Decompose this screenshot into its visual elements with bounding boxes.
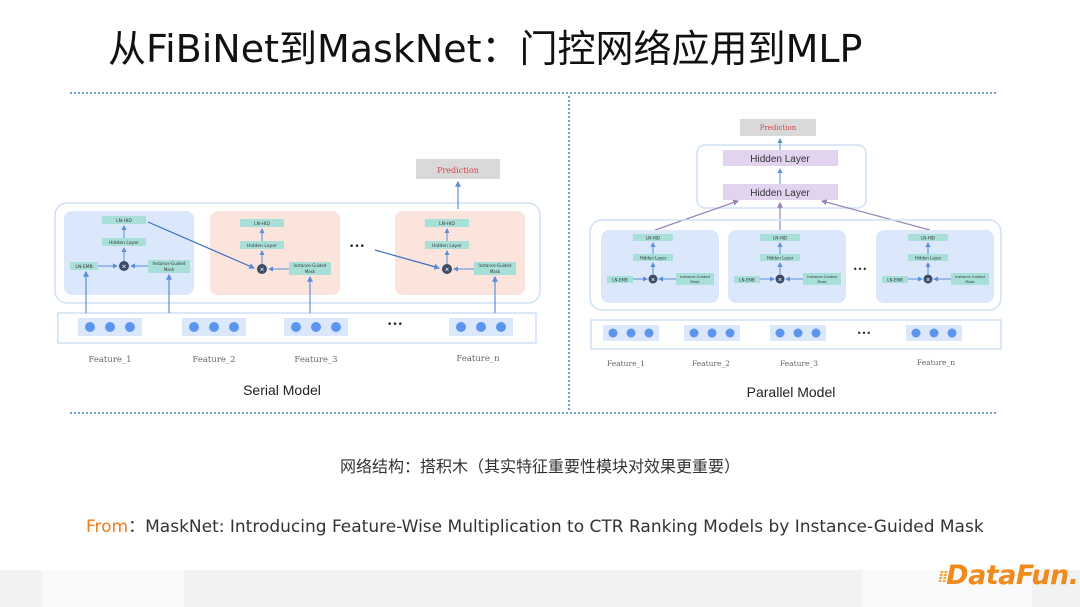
serial-feature-label-2: Feature_2 bbox=[192, 355, 235, 365]
serial-block-1: LN-HID Hidden Layer LN-EMB Instance-Guid… bbox=[64, 211, 194, 295]
serial-feature-label-3: Feature_3 bbox=[294, 355, 337, 365]
svg-text:Mask: Mask bbox=[164, 267, 175, 272]
serial-feature-n bbox=[449, 318, 513, 336]
diagram-caption: 网络结构：搭积木（其实特征重要性模块对效果更重要） bbox=[339, 457, 740, 476]
parallel-feature-label-n: Feature_n bbox=[917, 358, 955, 367]
parallel-block-n: LN-HID Hidden Layer LN-EMB Instance-Guid… bbox=[876, 230, 994, 303]
svg-text:Hidden Layer: Hidden Layer bbox=[109, 240, 139, 246]
svg-text:Hidden Layer: Hidden Layer bbox=[432, 243, 462, 249]
svg-text:Instance-Guided: Instance-Guided bbox=[680, 275, 710, 279]
logo-text: DataFun. bbox=[946, 560, 1079, 591]
serial-feature-2 bbox=[182, 318, 246, 336]
svg-text:LN-HID: LN-HID bbox=[439, 221, 455, 227]
svg-text:Mask: Mask bbox=[965, 280, 975, 284]
slide-title: 从FiBiNet到MaskNet：门控网络应用到MLP bbox=[108, 27, 863, 71]
serial-feature-3 bbox=[284, 318, 348, 336]
svg-text:Instance-Guided: Instance-Guided bbox=[807, 275, 837, 279]
parallel-feature-label-1: Feature_1 bbox=[607, 359, 645, 368]
parallel-feature-row bbox=[590, 319, 1002, 350]
parallel-feature-label-3: Feature_3 bbox=[780, 359, 818, 368]
svg-text:Hidden Layer: Hidden Layer bbox=[750, 154, 810, 165]
serial-prediction-box bbox=[416, 159, 500, 179]
svg-text:Mask: Mask bbox=[690, 280, 700, 284]
svg-text:LN-EMB: LN-EMB bbox=[612, 278, 628, 283]
svg-text:Instance-Guided: Instance-Guided bbox=[479, 263, 512, 268]
parallel-container bbox=[589, 219, 1002, 311]
serial-feature-row bbox=[57, 312, 537, 344]
svg-text:LN-EMB: LN-EMB bbox=[887, 278, 903, 283]
parallel-feature-n bbox=[906, 325, 962, 341]
parallel-block-1: LN-HID Hidden Layer LN-EMB Instance-Guid… bbox=[601, 230, 719, 303]
source-prefix: From bbox=[86, 517, 129, 537]
svg-text:Hidden Layer: Hidden Layer bbox=[750, 188, 810, 199]
svg-text:LN-EMB: LN-EMB bbox=[75, 264, 92, 270]
serial-feature-label-n: Feature_n bbox=[456, 354, 500, 364]
svg-text:✕: ✕ bbox=[259, 267, 264, 274]
serial-prediction-label: Prediction bbox=[437, 166, 479, 175]
svg-text:✕: ✕ bbox=[778, 277, 783, 283]
svg-text:✕: ✕ bbox=[651, 277, 656, 283]
parallel-ellipsis-top: ••• bbox=[853, 265, 867, 274]
parallel-prediction-box bbox=[740, 119, 816, 136]
svg-text:LN-HID: LN-HID bbox=[116, 218, 132, 224]
svg-text:Hidden Layer: Hidden Layer bbox=[915, 256, 942, 261]
parallel-feature-1 bbox=[603, 325, 659, 341]
parallel-feature-2 bbox=[684, 325, 740, 341]
parallel-prediction-label: Prediction bbox=[760, 124, 797, 132]
parallel-block-2: LN-HID Hidden Layer LN-EMB Instance-Guid… bbox=[728, 230, 846, 303]
parallel-feature-label-2: Feature_2 bbox=[692, 359, 730, 368]
svg-text:Mask: Mask bbox=[305, 269, 316, 274]
serial-block-n: LN-HID Hidden Layer Instance-Guided Mask… bbox=[395, 211, 525, 295]
svg-text:LN-HID: LN-HID bbox=[254, 221, 270, 227]
svg-text:Hidden Layer: Hidden Layer bbox=[247, 243, 277, 249]
svg-text:Instance-Guided: Instance-Guided bbox=[294, 263, 327, 268]
serial-ellipsis-top: ••• bbox=[349, 242, 365, 252]
svg-text:Instance-Guided: Instance-Guided bbox=[955, 275, 985, 279]
source-text: ：MaskNet: Introducing Feature-Wise Multi… bbox=[128, 517, 984, 537]
serial-container bbox=[54, 202, 541, 304]
parallel-model: Prediction Hidden Layer Hidden Layer LN-… bbox=[589, 119, 1002, 400]
serial-model-label: Serial Model bbox=[243, 382, 321, 398]
svg-text:LN-HID: LN-HID bbox=[646, 236, 660, 241]
svg-text:Hidden Layer: Hidden Layer bbox=[767, 256, 794, 261]
source-citation: From：MaskNet: Introducing Feature-Wise M… bbox=[86, 512, 984, 537]
svg-text:LN-HID: LN-HID bbox=[773, 236, 787, 241]
svg-text:Instance-Guided: Instance-Guided bbox=[153, 261, 186, 266]
serial-block-2: LN-HID Hidden Layer Instance-Guided Mask… bbox=[210, 211, 340, 295]
svg-text:Hidden Layer: Hidden Layer bbox=[640, 256, 667, 261]
svg-text:✕: ✕ bbox=[926, 277, 931, 283]
svg-text:Mask: Mask bbox=[490, 269, 501, 274]
svg-text:✕: ✕ bbox=[444, 267, 449, 274]
footer-band bbox=[0, 570, 1080, 607]
datafun-logo: ⁞⁞DataFun. bbox=[938, 560, 1079, 591]
parallel-hidden-bottom bbox=[723, 184, 838, 200]
parallel-model-label: Parallel Model bbox=[747, 384, 836, 400]
svg-text:Mask: Mask bbox=[817, 280, 827, 284]
serial-ellipsis-features: ••• bbox=[387, 320, 403, 330]
parallel-hidden-top bbox=[723, 150, 838, 166]
svg-text:LN-EMB: LN-EMB bbox=[739, 278, 755, 283]
parallel-ellipsis-features: ••• bbox=[857, 329, 871, 338]
svg-text:LN-HID: LN-HID bbox=[921, 236, 935, 241]
serial-model: Prediction LN-HID Hidden Layer LN-EMB In… bbox=[54, 159, 541, 398]
parallel-feature-3 bbox=[770, 325, 826, 341]
parallel-hidden-container bbox=[696, 144, 867, 209]
svg-text:✕: ✕ bbox=[121, 264, 126, 271]
serial-feature-1 bbox=[78, 318, 142, 336]
serial-feature-label-1: Feature_1 bbox=[88, 355, 131, 365]
logo-dots-icon: ⁞⁞ bbox=[938, 567, 948, 586]
